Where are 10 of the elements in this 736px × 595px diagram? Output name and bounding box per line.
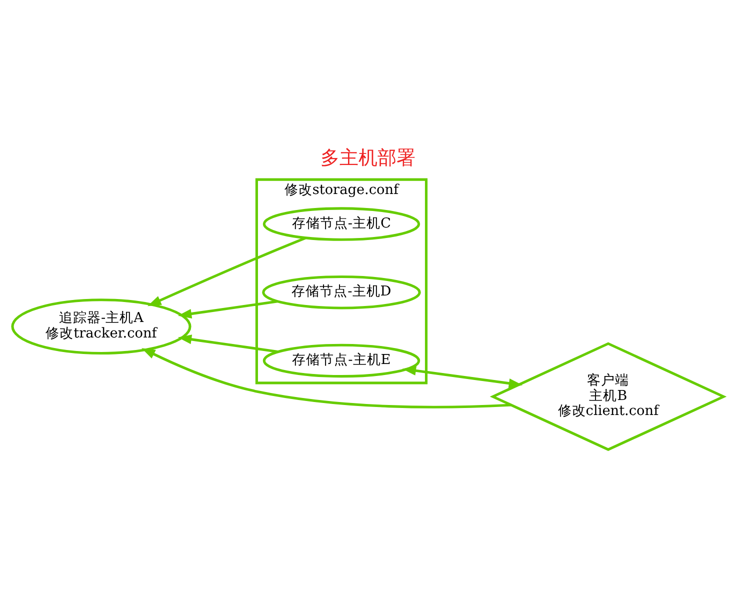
node-diamond: 客户端 主机B 修改client.conf [490, 342, 727, 451]
arrow [147, 236, 306, 306]
arrow [141, 348, 512, 408]
node-ellipse: 存储节点-主机C [262, 207, 420, 241]
node-ellipse: 存储节点-主机E [262, 344, 420, 378]
arrow [178, 334, 278, 354]
node-ellipse: 存储节点-主机D [262, 275, 421, 310]
arrow [178, 300, 278, 318]
arrow [402, 366, 523, 388]
diagram-title: 多主机部署 [320, 148, 416, 169]
